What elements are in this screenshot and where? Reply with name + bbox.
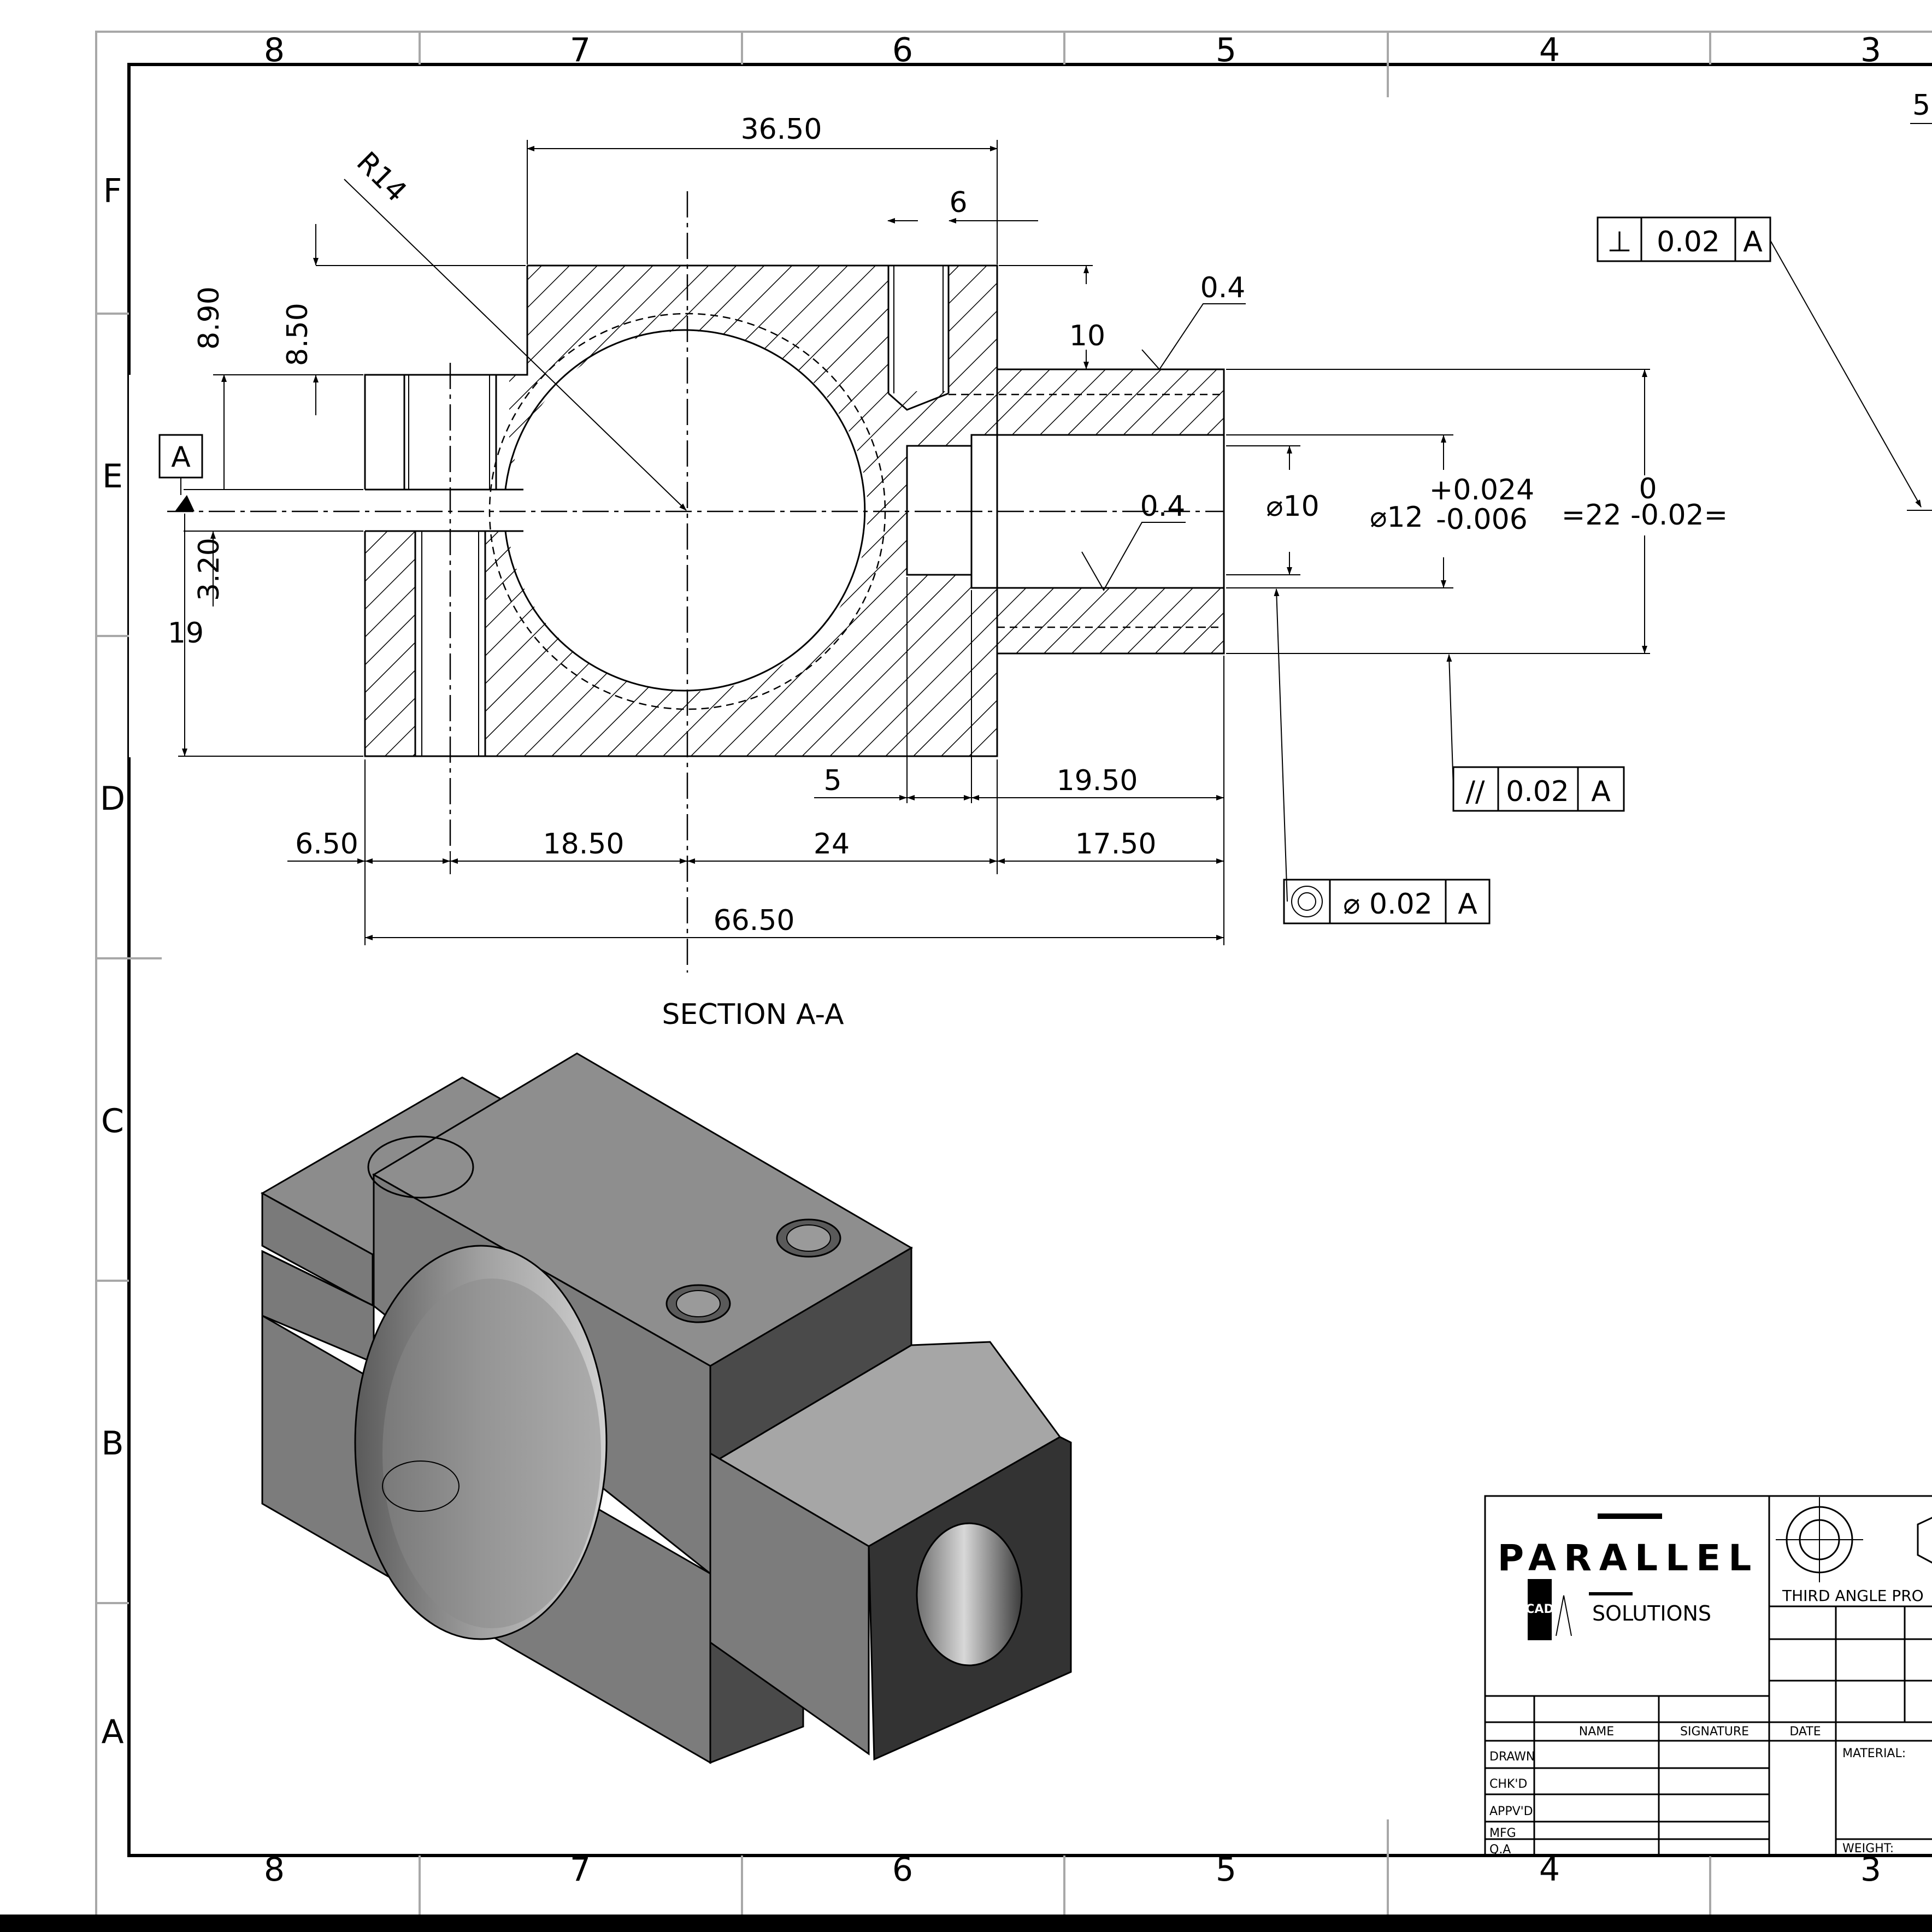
dim-19: 19 [168, 617, 204, 650]
zone-row-A: A [101, 1713, 123, 1751]
zone-labels: 8 7 6 5 4 3 8 7 6 5 4 3 F E D C B A [100, 31, 1881, 1889]
dim-8-90: 8.90 [193, 286, 226, 350]
dim-radius: R14 [350, 146, 413, 209]
zone-col-5-bottom: 5 [1216, 1851, 1236, 1889]
dim-boss-height: =22 -0.02= [1562, 499, 1728, 532]
dim-counterbore-depth: 5 [823, 764, 841, 797]
zone-col-3-bottom: 3 [1860, 1851, 1881, 1889]
dim-bore-main-lower: -0.006 [1436, 503, 1528, 536]
datum-label: A [171, 441, 191, 474]
dim-slot: 6 [949, 186, 967, 219]
title-block: PARALLEL CAD SOLUTIONS THIRD ANGLE PRO N… [1484, 1495, 1932, 1857]
zone-col-7-top: 7 [570, 31, 591, 69]
isometric-view [260, 1052, 1072, 1764]
material-label: MATERIAL: [1842, 1747, 1906, 1760]
dim-boss-bore-length: 19.50 [1057, 764, 1138, 797]
section-title: SECTION A-A [662, 998, 844, 1031]
gdt-3-datum: A [1458, 888, 1477, 921]
row-approved: APPV'D [1489, 1805, 1533, 1818]
logo-text: CAD [1525, 1603, 1553, 1616]
zone-col-8-bottom: 8 [264, 1851, 285, 1889]
dim-boss-length: 17.50 [1075, 828, 1157, 861]
gdt-2-value: 0.02 [1506, 775, 1569, 808]
header-date: DATE [1789, 1725, 1821, 1739]
zone-col-3-top: 3 [1860, 31, 1881, 69]
dim-bore-main: ⌀12 [1370, 501, 1423, 534]
section-view [129, 191, 1225, 973]
zone-row-F: F [103, 172, 122, 210]
header-name: NAME [1579, 1725, 1614, 1739]
gdt-perpendicularity: ⊥ 0.02 A [1597, 216, 1932, 511]
bottom-bar [0, 1915, 1932, 1932]
dim-bore-main-upper: +0.024 [1429, 474, 1534, 506]
dim-top-width: 36.50 [741, 113, 822, 146]
zone-row-E: E [102, 457, 123, 496]
dim-center-to-face: 24 [814, 828, 850, 861]
gdt-1-symbol: ⊥ [1607, 226, 1631, 258]
gdt-concentricity: ⌀ 0.02 A [1274, 588, 1491, 924]
row-drawn: DRAWN [1489, 1750, 1535, 1764]
gdt-parallelism: // 0.02 A [1446, 654, 1625, 812]
gdt-1-datum: A [1743, 226, 1763, 258]
header-signature: SIGNATURE [1680, 1725, 1749, 1739]
zone-col-4-top: 4 [1539, 31, 1560, 69]
dim-bore-small: ⌀10 [1266, 490, 1319, 523]
gdt-3-value: ⌀ 0.02 [1343, 888, 1433, 921]
zone-col-6-top: 6 [892, 31, 913, 69]
dim-overall-length: 66.50 [714, 904, 795, 937]
row-qa: Q.A [1489, 1843, 1511, 1857]
zone-col-6-bottom: 6 [892, 1851, 913, 1889]
gdt-2-datum: A [1591, 775, 1611, 808]
row-checked: CHK'D [1489, 1777, 1527, 1791]
zone-col-7-bottom: 7 [570, 1851, 591, 1889]
dim-top-step: 10 [1069, 320, 1105, 352]
row-mfg: MFG [1489, 1827, 1516, 1840]
logo-mark-icon [1528, 1579, 1552, 1640]
dim-8-50: 8.50 [281, 303, 314, 366]
gdt-1-value: 0.02 [1657, 226, 1720, 258]
zone-col-8-top: 8 [264, 31, 285, 69]
zone-row-B: B [101, 1424, 123, 1463]
dim-boss-height-upper: 0 [1639, 473, 1657, 505]
projection-label: THIRD ANGLE PRO [1782, 1587, 1924, 1605]
gdt-2-symbol: // [1465, 775, 1485, 808]
zone-row-D: D [100, 780, 125, 818]
dim-hole-to-center: 18.50 [543, 828, 625, 861]
roughness-top: 0.4 [1200, 272, 1246, 304]
weight-label: WEIGHT: [1842, 1842, 1894, 1856]
partial-text: 5 [1912, 89, 1930, 122]
zone-col-4-bottom: 4 [1539, 1851, 1560, 1889]
company-line2: SOLUTIONS [1592, 1601, 1711, 1625]
zone-col-5-top: 5 [1216, 31, 1236, 69]
dimensions: 36.50 6 R14 10 0.4 8.50 8.90 A 3.20 [158, 89, 1932, 945]
third-angle-icon [1776, 1497, 1932, 1582]
roughness-bore: 0.4 [1140, 490, 1186, 523]
zone-row-C: C [101, 1102, 124, 1140]
dim-left-offset: 6.50 [295, 828, 358, 861]
dim-3-20: 3.20 [193, 538, 226, 601]
company-line1: PARALLEL [1498, 1537, 1759, 1579]
